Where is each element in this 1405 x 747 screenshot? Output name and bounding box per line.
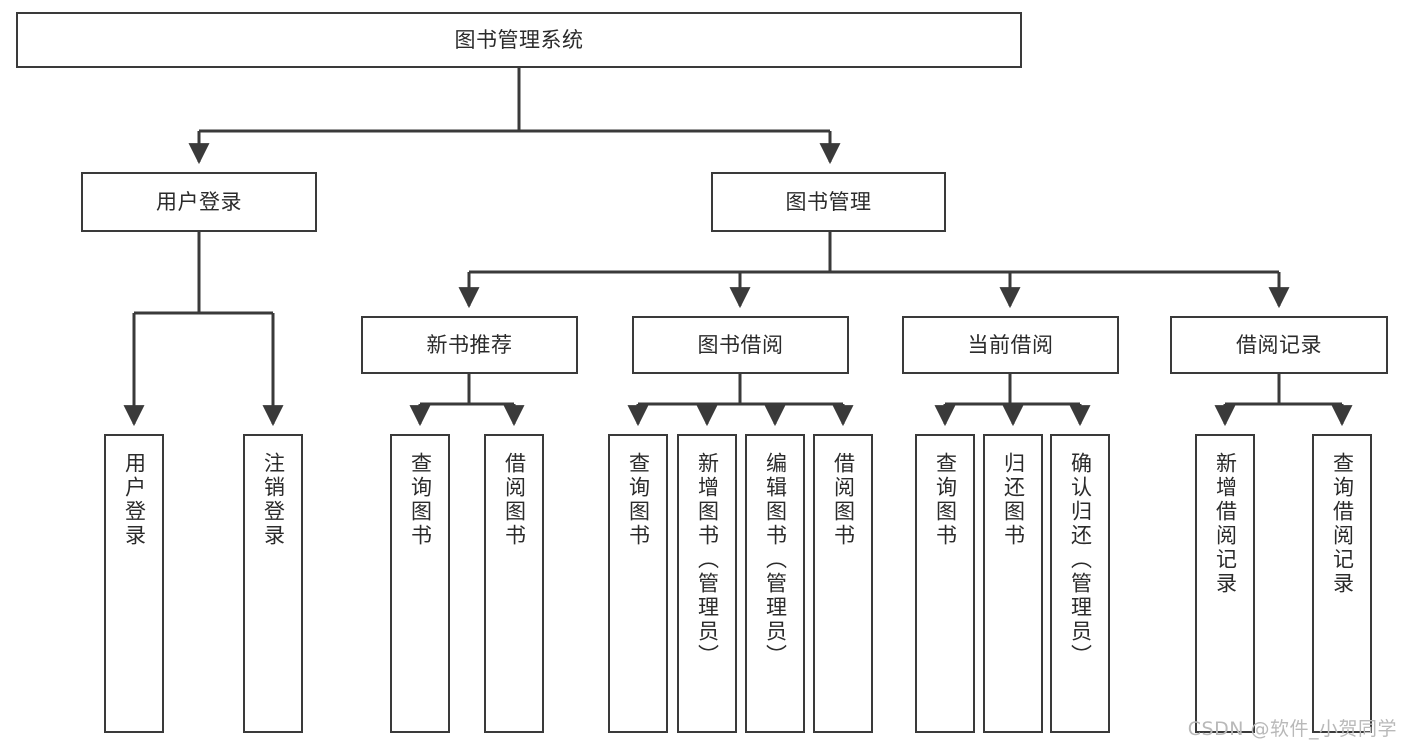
node-root[interactable]: 图书管理系统 xyxy=(16,12,1022,68)
node-leaf-user-login-label: 用户登录 xyxy=(122,452,147,548)
node-leaf-query-record[interactable]: 查询借阅记录 xyxy=(1312,434,1372,733)
node-leaf-add-record[interactable]: 新增借阅记录 xyxy=(1195,434,1255,733)
watermark: CSDN @软件_小贺同学 xyxy=(1187,718,1397,740)
node-leaf-query-record-label: 查询借阅记录 xyxy=(1330,452,1355,596)
node-current-borrow[interactable]: 当前借阅 xyxy=(902,316,1119,374)
node-leaf-user-login[interactable]: 用户登录 xyxy=(104,434,164,733)
node-new-book-recommend-label: 新书推荐 xyxy=(426,332,513,357)
node-new-book-recommend[interactable]: 新书推荐 xyxy=(361,316,578,374)
node-leaf-confirm-return[interactable]: 确认归还（管理员） xyxy=(1050,434,1110,733)
node-leaf-user-logout[interactable]: 注销登录 xyxy=(243,434,303,733)
node-leaf-add-book[interactable]: 新增图书（管理员） xyxy=(677,434,737,733)
node-leaf-borrow-book-2-label: 借阅图书 xyxy=(831,452,856,548)
node-leaf-query-book-2[interactable]: 查询图书 xyxy=(608,434,668,733)
node-leaf-edit-book[interactable]: 编辑图书（管理员） xyxy=(745,434,805,733)
node-leaf-return-book-label: 归还图书 xyxy=(1001,452,1026,548)
node-leaf-query-book-1[interactable]: 查询图书 xyxy=(390,434,450,733)
node-leaf-edit-book-label: 编辑图书（管理员） xyxy=(763,452,788,668)
node-book-manage[interactable]: 图书管理 xyxy=(711,172,946,232)
node-borrow-record[interactable]: 借阅记录 xyxy=(1170,316,1388,374)
node-leaf-borrow-book-1[interactable]: 借阅图书 xyxy=(484,434,544,733)
node-leaf-borrow-book-1-label: 借阅图书 xyxy=(502,452,527,548)
node-leaf-borrow-book-2[interactable]: 借阅图书 xyxy=(813,434,873,733)
node-leaf-query-book-1-label: 查询图书 xyxy=(408,452,433,548)
node-book-borrow-label: 图书借阅 xyxy=(697,332,784,357)
node-book-borrow[interactable]: 图书借阅 xyxy=(632,316,849,374)
node-leaf-query-book-2-label: 查询图书 xyxy=(626,452,651,548)
node-book-manage-label: 图书管理 xyxy=(785,189,872,214)
node-root-label: 图书管理系统 xyxy=(454,27,584,52)
node-leaf-user-logout-label: 注销登录 xyxy=(261,452,286,548)
node-user-login-label: 用户登录 xyxy=(156,189,242,214)
node-borrow-record-label: 借阅记录 xyxy=(1236,332,1322,357)
node-leaf-return-book[interactable]: 归还图书 xyxy=(983,434,1043,733)
node-current-borrow-label: 当前借阅 xyxy=(967,332,1054,357)
node-leaf-add-record-label: 新增借阅记录 xyxy=(1213,452,1238,596)
node-leaf-confirm-return-label: 确认归还（管理员） xyxy=(1068,452,1093,668)
node-user-login[interactable]: 用户登录 xyxy=(81,172,317,232)
node-leaf-add-book-label: 新增图书（管理员） xyxy=(695,452,720,668)
node-leaf-query-book-3-label: 查询图书 xyxy=(933,452,958,548)
node-leaf-query-book-3[interactable]: 查询图书 xyxy=(915,434,975,733)
